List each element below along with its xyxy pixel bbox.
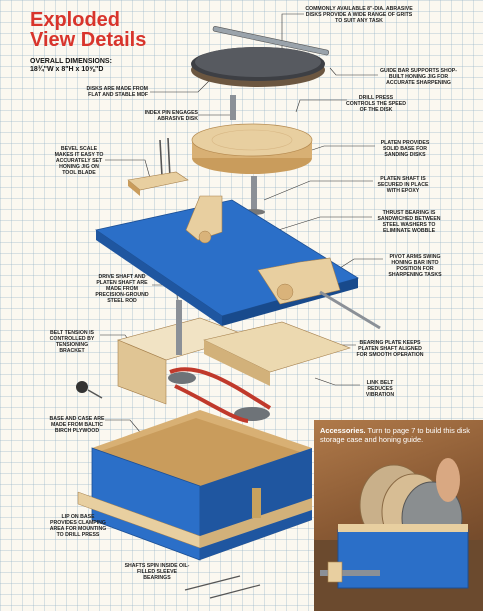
callout-index-pin: INDEX PIN ENGAGES ABRASIVE DISK — [144, 110, 198, 122]
mdf-disk — [191, 123, 313, 174]
callout-platen-shaft: PLATEN SHAFT IS SECURED IN PLACE WITH EP… — [377, 176, 429, 194]
platen-pulley — [234, 407, 270, 421]
pivot-arm-left — [185, 195, 223, 244]
callout-abrasive-disks: COMMONLY AVAILABLE 8"-DIA. ABRASIVE DISK… — [305, 6, 413, 24]
dimensions-heading: OVERALL DIMENSIONS: — [30, 58, 112, 65]
callout-shafts-spin: SHAFTS SPIN INSIDE OIL-FILLED SLEEVE BEA… — [124, 563, 190, 581]
case-frame — [117, 317, 351, 405]
link-belt — [169, 367, 272, 423]
accessories-caption: Accessories. Turn to page 7 to build thi… — [320, 426, 470, 444]
callout-base-case: BASE AND CASE ARE MADE FROM BALTIC BIRCH… — [49, 416, 105, 434]
callout-bevel-scale: BEVEL SCALE MAKES IT EASY TO ACCURATELY … — [54, 146, 104, 176]
tension-knob — [76, 381, 88, 393]
callout-drive-shaft: DRIVE SHAFT AND PLATEN SHAFT ARE MADE FR… — [95, 274, 149, 304]
callout-guide-bar: GUIDE BAR SUPPORTS SHOP-BUILT HONING JIG… — [380, 68, 457, 86]
accessories-text: Turn to page 7 to build this disk storag… — [320, 426, 470, 444]
hand — [436, 458, 460, 502]
honing-bar — [319, 290, 381, 330]
callout-lip-base: LIP ON BASE PROVIDES CLAMPING AREA FOR M… — [49, 514, 107, 538]
guide-bar — [212, 26, 330, 56]
callout-drill-press: DRILL PRESS CONTROLS THE SPEED OF THE DI… — [346, 95, 406, 113]
sleeve-bearing — [252, 488, 261, 518]
title-line-2: View Details — [30, 29, 147, 51]
drive-shaft — [176, 300, 182, 355]
callout-mdf-disks: DISKS ARE MADE FROM FLAT AND STABLE MDF — [86, 86, 148, 98]
dimensions-value: 18¾"W x 8"H x 10⅝"D — [30, 66, 104, 73]
pivot-arm-right — [257, 257, 341, 305]
callout-link-belt: LINK BELT REDUCES VIBRATION — [365, 380, 395, 398]
callout-bearing-plate: BEARING PLATE KEEPS PLATEN SHAFT ALIGNED… — [356, 340, 424, 358]
index-pin — [230, 95, 236, 120]
storage-case — [337, 529, 469, 589]
callout-belt-tension: BELT TENSION IS CONTROLLED BY TENSIONING… — [49, 330, 95, 354]
base-case — [77, 410, 312, 561]
honing-guide — [320, 570, 380, 576]
accessories-photo: Accessories. Turn to page 7 to build thi… — [314, 420, 483, 611]
disk-storage-case-image — [314, 458, 483, 611]
accessories-lead: Accessories. — [320, 426, 366, 435]
callout-platen: PLATEN PROVIDES SOLID BASE FOR SANDING D… — [380, 140, 430, 158]
title-line-1: Exploded — [30, 9, 121, 31]
drive-pulley — [168, 372, 196, 384]
callout-pivot-arms: PIVOT ARMS SWING HONING BAR INTO POSITIO… — [388, 254, 442, 278]
page-title: Exploded View Details — [30, 10, 200, 50]
callout-thrust-bearing: THRUST BEARING IS SANDWICHED BETWEEN STE… — [377, 210, 441, 234]
abrasive-disk-top — [191, 47, 325, 87]
